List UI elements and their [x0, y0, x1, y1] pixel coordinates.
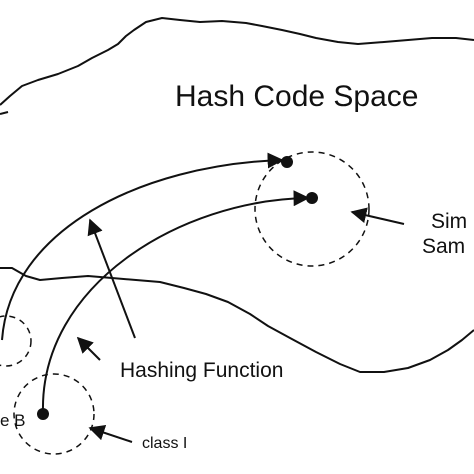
diagram-title: Hash Code Space: [175, 80, 419, 113]
class-i-pointer-arrow: [88, 424, 133, 443]
hash-mapping-curve-class-b: [1, 152, 284, 341]
similar-label-line2: Sam: [422, 235, 465, 258]
hashed-point-class-i: [306, 192, 318, 204]
hashed-point-class-b: [281, 156, 293, 168]
hashing-function-pointer-arrow-2: [76, 336, 101, 361]
class-b-label: e B: [0, 411, 26, 430]
input-point-class-i: [37, 408, 49, 420]
class-i-neighborhood-circle: [13, 373, 95, 455]
class-b-neighborhood-circle: [0, 315, 32, 367]
class-i-label: class I: [142, 435, 187, 452]
hashing-function-label: Hashing Function: [120, 359, 283, 382]
hash-code-space-boundary-left: [0, 111, 9, 115]
similar-neighborhood-circle: [254, 151, 370, 267]
hash-code-space-boundary-top: [0, 17, 474, 106]
hashing-function-pointer-arrow: [87, 218, 136, 339]
similar-label-line1: Sim: [431, 210, 467, 233]
input-space-boundary: [0, 267, 474, 373]
hash-mapping-curve-class-i: [41, 190, 310, 413]
similar-pointer-arrow: [350, 207, 405, 225]
